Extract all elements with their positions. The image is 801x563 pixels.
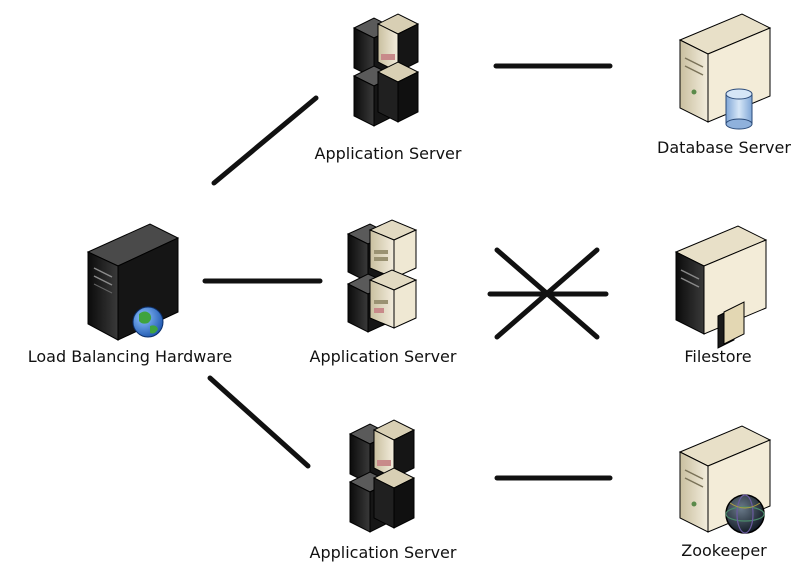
connector-lb-to-app-top [211,95,319,186]
node-label: Filestore [684,347,751,366]
node-label: Load Balancing Hardware [28,347,233,366]
server-rack-icon [346,219,418,333]
node-load-balancer: Load Balancing Hardware [28,223,233,366]
server-database-icon [678,13,772,130]
node-app-server-bottom: Application Server [310,419,457,562]
connector-app-middle-to-filestore-blocked [487,247,609,340]
server-globe-icon [678,425,772,534]
node-label: Application Server [310,347,457,366]
node-zookeeper: Zookeeper [678,425,772,560]
server-folder-icon [674,225,768,349]
server-tower-globe-icon [86,223,180,341]
node-app-server-middle: Application Server [310,219,457,366]
node-label: Zookeeper [681,541,767,560]
node-label: Application Server [315,144,462,163]
node-label: Database Server [657,138,791,157]
node-app-server-top: Application Server [315,13,462,163]
node-label: Application Server [310,543,457,562]
server-rack-icon [348,419,416,533]
node-database-server: Database Server [657,13,791,157]
connectors [202,63,613,481]
server-rack-icon [352,13,420,127]
node-filestore: Filestore [674,225,768,366]
connector-lb-to-app-bottom [207,375,311,469]
